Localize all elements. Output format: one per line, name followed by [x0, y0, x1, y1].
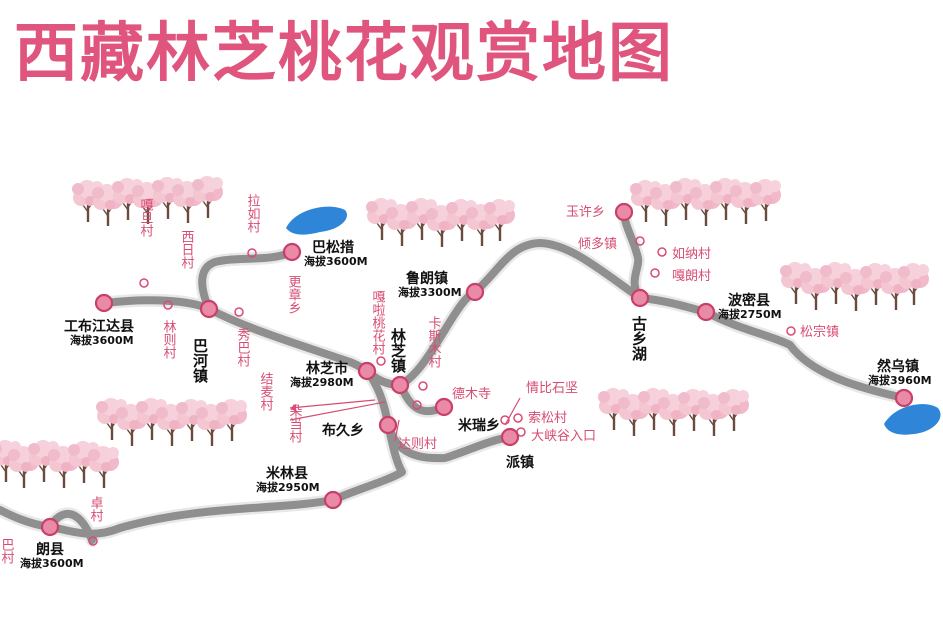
pin-xiuba [234, 307, 244, 317]
node-bujiuxiang [378, 415, 398, 435]
village-linze: 林则村 [161, 320, 177, 359]
town-linzhishi-name: 林芝市 [306, 360, 348, 377]
village-kasimu: 卡斯木村 [426, 316, 442, 368]
pin-demusi [412, 400, 422, 410]
village-gadan: 嘎旦村 [138, 198, 154, 237]
blossom-grove-southwest [0, 438, 121, 490]
village-bagecun: 巴村 [0, 538, 14, 564]
town-milin-name: 米林县 [266, 465, 308, 482]
node-lulang [465, 282, 485, 302]
village-dazecun: 达则村 [398, 437, 437, 452]
node-guxiang [630, 288, 650, 308]
town-linzhishi-altitude: 海拔2980M [290, 375, 354, 389]
pin-linze [163, 300, 173, 310]
village-qingduo: 倾多镇 [578, 236, 617, 252]
town-basongcuo-altitude: 海拔3600M [304, 254, 368, 268]
pin-qingduo [635, 236, 645, 246]
town-lulang-name: 鲁朗镇 [405, 270, 448, 287]
blossom-grove-east [778, 260, 931, 313]
town-langxian-altitude: 海拔3600M [20, 556, 84, 570]
town-ranwu-name: 然乌镇 [877, 358, 919, 375]
node-ranwu [894, 388, 914, 408]
town-guxiang-name: 古乡湖 [630, 315, 648, 362]
town-bujiuxiang-name: 布久乡 [322, 422, 364, 439]
pin-runa [657, 247, 667, 257]
town-basongcuo-name: 巴松措 [312, 239, 354, 256]
town-langxian-name: 朗县 [36, 541, 64, 558]
node-miruixiang [434, 397, 454, 417]
pin-zhuo [88, 536, 98, 546]
blossom-grove-bahe-south [94, 396, 249, 448]
node-langxian [40, 517, 60, 537]
village-runa: 如纳村 [672, 246, 711, 262]
node-milin [323, 490, 343, 510]
node-bahe [199, 299, 219, 319]
village-songzong: 松宗镇 [800, 324, 839, 340]
town-milin-altitude: 海拔2950M [256, 480, 320, 494]
village-duodang: 朵当村 [287, 404, 303, 443]
pin-galang [650, 268, 660, 278]
pin-songzong [786, 326, 796, 336]
pin-laru [247, 248, 257, 258]
pin-galataohua [376, 356, 386, 366]
node-basongcuo [282, 242, 302, 262]
town-gongbujiangda-name: 工布江达县 [64, 318, 134, 335]
town-gongbujiangda-altitude: 海拔3600M [70, 333, 134, 347]
village-qingbishijian: 情比石坚 [526, 381, 578, 396]
pin-kasimu [418, 381, 428, 391]
village-yuxu: 玉许乡 [566, 205, 605, 220]
village-zhuocun: 卓村 [88, 496, 104, 522]
village-suosong: 索松村 [528, 411, 567, 426]
village-daxiagu: 大峡谷入口 [531, 429, 596, 444]
pin-suosong [513, 413, 523, 423]
node-paizhen [500, 427, 520, 447]
town-bomi-name: 波密县 [728, 292, 770, 309]
village-xiri: 西日村 [179, 230, 195, 269]
town-linzhizhen-name: 林芝镇 [389, 327, 407, 374]
village-demusi: 德木寺 [452, 387, 491, 402]
village-xiuba: 秀巴村 [235, 328, 251, 367]
town-bahe-name: 巴河镇 [191, 338, 209, 384]
village-laru: 拉如村 [245, 194, 261, 233]
town-paizhen-name: 派镇 [506, 454, 534, 471]
blossom-grove-northeast [628, 176, 783, 228]
basongcuo-lake [286, 206, 348, 235]
blossom-grove-central [364, 196, 517, 249]
town-lulang-altitude: 海拔3300M [398, 285, 462, 299]
village-jiemai: 结麦村 [258, 372, 274, 411]
town-ranwu-altitude: 海拔3960M [868, 373, 932, 387]
map-title: 西藏林芝桃花观赏地图 [14, 17, 674, 91]
blossom-grove-pai [596, 386, 751, 438]
node-bomi [696, 302, 716, 322]
ranwu-lake [884, 404, 941, 435]
node-yuxu [614, 202, 634, 222]
pin-gadan [139, 278, 149, 288]
node-gongbujiangda [94, 293, 114, 313]
town-bomi-altitude: 海拔2750M [718, 307, 782, 321]
village-galataohua: 嘎啦桃花村 [370, 290, 386, 355]
node-linzhishi [357, 361, 377, 381]
town-miruixiang-name: 米瑞乡 [458, 417, 500, 434]
node-linzhizhen [390, 375, 410, 395]
village-galang: 嘎朗村 [672, 269, 711, 284]
village-gengzhang: 更章乡 [286, 275, 302, 314]
